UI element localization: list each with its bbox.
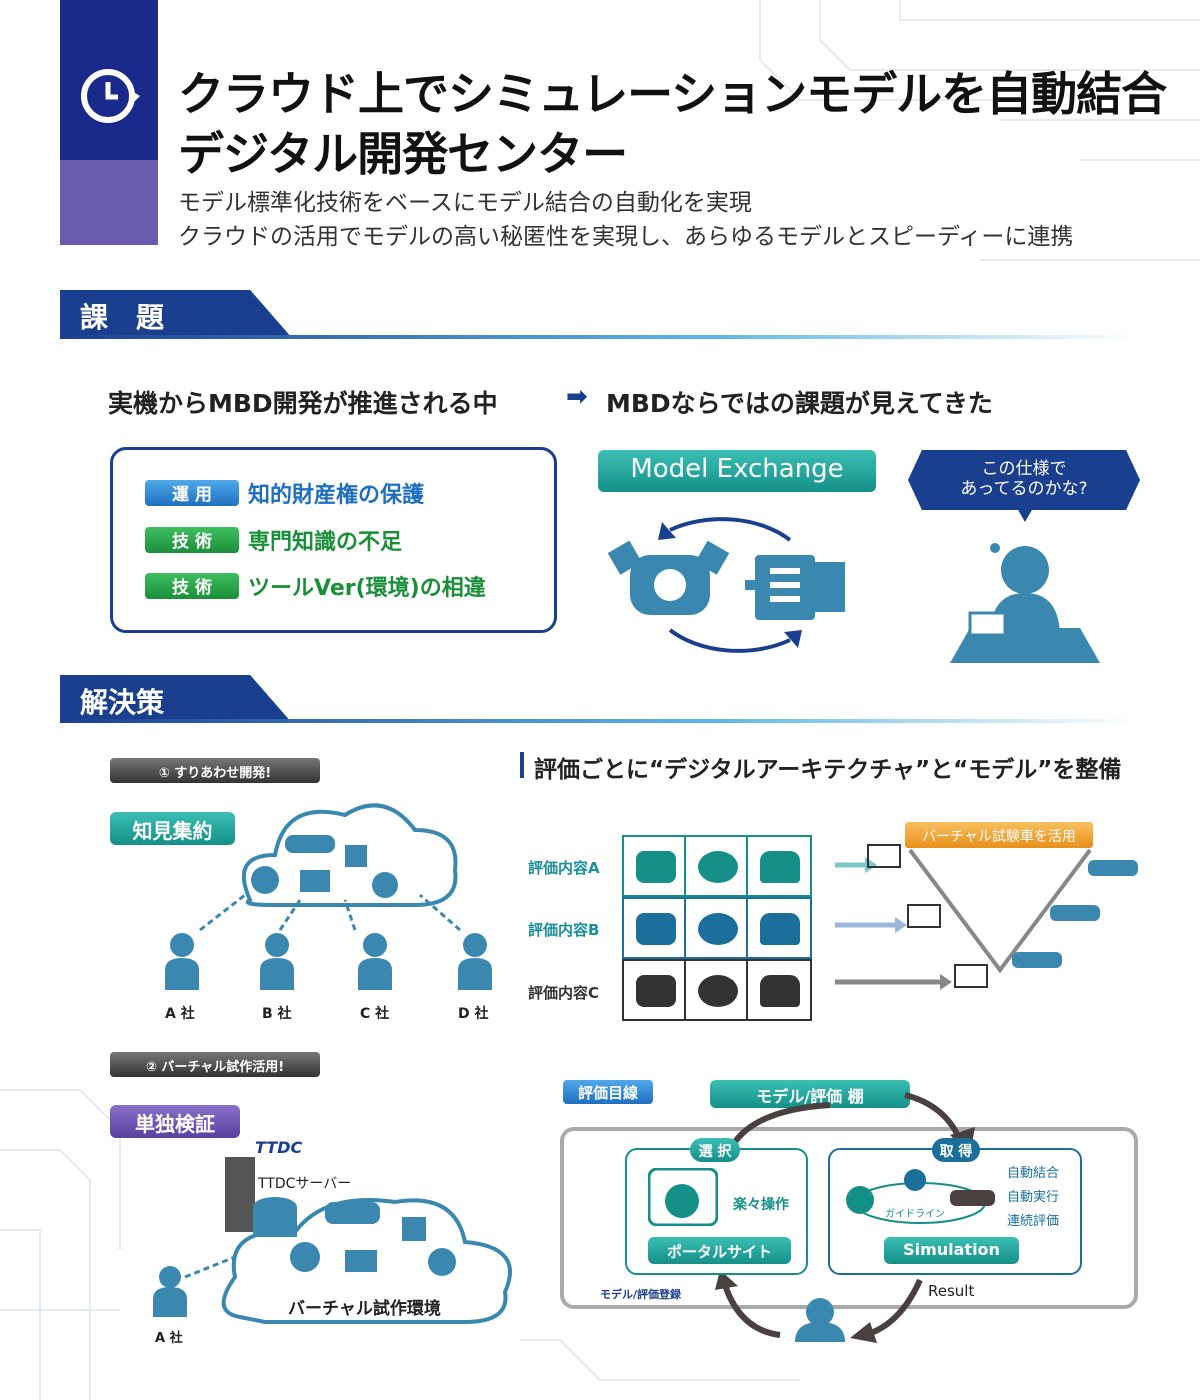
grid-cell	[684, 959, 750, 1021]
heading-bar	[520, 752, 524, 778]
header-block-purple	[60, 160, 158, 245]
server-label: TTDCサーバー	[258, 1176, 352, 1192]
right-heading: 評価ごとに“デジタルアーキテクチャ”と“モデル”を整備	[534, 757, 1122, 783]
motor-icon	[300, 870, 330, 892]
issue-text: 知的財産権の保護	[248, 483, 425, 508]
server-icon	[225, 1157, 255, 1232]
virtual-car-label: バーチャル試験車を活用	[905, 822, 1093, 848]
ttdc-logo: TTDC	[255, 1138, 303, 1157]
grid-cell	[622, 897, 688, 959]
car-icon	[950, 1190, 995, 1206]
portal-site-button[interactable]: ポータルサイト	[648, 1237, 791, 1264]
car-icon	[760, 851, 800, 883]
step2-tag: 単独検証	[110, 1105, 240, 1138]
motor-icon	[345, 1250, 377, 1272]
feature-label: 自動実行	[1007, 1190, 1060, 1205]
engine-icon	[846, 1186, 874, 1214]
divider	[60, 335, 1140, 339]
car-icon	[760, 913, 800, 945]
chip-icon	[402, 1217, 426, 1241]
step1-tag: 知見集約	[110, 812, 235, 845]
brake-icon	[698, 913, 738, 945]
grid-cell	[746, 897, 812, 959]
company-label: D 社	[458, 1006, 489, 1022]
car-icon	[325, 1202, 380, 1224]
easy-operation-label: 楽々操作	[733, 1197, 789, 1213]
portal-globe-icon	[648, 1168, 718, 1226]
brake-icon	[428, 1248, 456, 1276]
virtual-env-label: バーチャル試作環境	[288, 1299, 441, 1319]
issues-box	[110, 447, 557, 633]
car-icon	[285, 835, 335, 853]
motor-icon	[745, 555, 845, 620]
issue-tag: 技 術	[145, 527, 239, 553]
speech-bubble: この仕様で あってるのかな?	[908, 450, 1140, 510]
company-label: A 社	[155, 1331, 183, 1346]
header-block-navy	[60, 0, 158, 160]
company-label: C 社	[360, 1006, 390, 1022]
page-title-line1: クラウド上でシミュレーションモデルを自動結合	[178, 67, 1167, 121]
person-icon	[795, 1298, 845, 1342]
virtual-env-diagram	[153, 1157, 512, 1324]
engine-icon	[251, 866, 279, 894]
step1-label: ① すりあわせ開発!	[110, 758, 320, 783]
workflow-box	[560, 1127, 1138, 1309]
section-issues-header: 課 題	[60, 290, 292, 338]
acquire-badge: 取 得	[932, 1138, 980, 1162]
register-label: モデル/評価登録	[600, 1288, 682, 1301]
step2-label: ② バーチャル試作活用!	[110, 1052, 320, 1077]
model-exchange-illustration	[607, 517, 845, 653]
arrow-right-icon: ➡	[566, 382, 588, 412]
grid-cell	[684, 897, 750, 959]
section-solutions-header: 解決策	[60, 675, 292, 723]
subtitle-line1: モデル標準化技術をベースにモデル結合の自動化を実現	[178, 190, 752, 216]
company-label: B 社	[262, 1006, 292, 1022]
engine-icon	[636, 975, 676, 1007]
brake-icon	[698, 851, 738, 883]
guideline-label: ガイドライン	[885, 1209, 945, 1220]
brake-icon	[698, 975, 738, 1007]
result-label: Result	[928, 1282, 975, 1300]
issue-text: ツールVer(環境)の相違	[248, 576, 486, 601]
feature-label: 自動結合	[1007, 1166, 1060, 1181]
issues-headline-left: 実機からMBD開発が推進される中	[108, 389, 498, 418]
engine-icon	[290, 1242, 320, 1272]
engine-icon	[636, 913, 676, 945]
chip-icon	[345, 845, 367, 867]
v-model-diagram	[835, 844, 1138, 990]
architecture-grid	[622, 835, 832, 1025]
feature-label: 連続評価	[1007, 1214, 1060, 1229]
grid-cell	[622, 959, 688, 1021]
select-badge: 選 択	[690, 1138, 740, 1162]
row-label: 評価内容C	[528, 984, 600, 1002]
thinking-person-icon	[950, 508, 1100, 663]
car-icon	[760, 975, 800, 1007]
grid-cell	[622, 835, 688, 897]
simulation-button[interactable]: Simulation	[884, 1237, 1019, 1264]
model-exchange-label: Model Exchange	[598, 450, 876, 492]
brake-icon	[372, 872, 398, 898]
subtitle-line2: クラウドの活用でモデルの高い秘匿性を実現し、あらゆるモデルとスピーディーに連携	[178, 224, 1074, 250]
brake-icon	[904, 1169, 926, 1191]
row-label: 評価内容B	[528, 921, 600, 939]
page-title-line2: デジタル開発センター	[178, 127, 628, 181]
clock-cycle-icon	[81, 69, 140, 123]
grid-cell	[746, 835, 812, 897]
issue-text: 専門知識の不足	[248, 530, 403, 555]
issues-headline-right: MBDならではの課題が見えてきた	[606, 389, 993, 418]
grid-cell	[684, 835, 750, 897]
grid-cell	[746, 959, 812, 1021]
guideline-illustration	[846, 1169, 995, 1224]
engine-icon	[607, 540, 730, 615]
eval-view-tag: 評価目線	[563, 1080, 653, 1104]
issue-tag: 運 用	[145, 480, 239, 506]
divider	[60, 719, 1140, 723]
collaboration-diagram	[165, 803, 492, 990]
engine-icon	[636, 851, 676, 883]
row-label: 評価内容A	[528, 859, 600, 877]
issue-tag: 技 術	[145, 573, 239, 599]
company-label: A 社	[165, 1006, 195, 1022]
model-shelf-label: モデル/評価 棚	[710, 1080, 910, 1108]
